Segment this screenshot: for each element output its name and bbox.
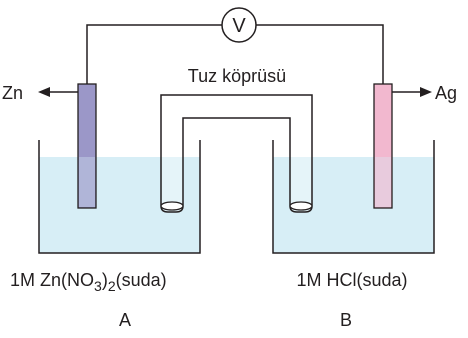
- solution-a-close: ): [102, 270, 108, 290]
- voltmeter-symbol: V: [232, 15, 246, 37]
- ag-arrow: [392, 87, 432, 97]
- ag-electrode: [373, 83, 393, 209]
- ag-electrode-submerged-tint: [375, 157, 391, 207]
- zn-label: Zn: [2, 83, 23, 103]
- beaker-b: [272, 140, 435, 254]
- zn-electrode-submerged-tint: [79, 157, 95, 207]
- circuit-wire-right: [256, 24, 384, 84]
- solution-b-label: 1M HCl(suda): [296, 270, 407, 290]
- solution-a-sub2: 2: [108, 278, 116, 294]
- voltmeter-circle: [221, 7, 257, 43]
- zn-electrode: [77, 83, 97, 209]
- salt-bridge-plug-right: [289, 201, 313, 211]
- zn-arrow: [38, 87, 78, 97]
- solution-a-sub3: 3: [94, 278, 102, 294]
- salt-bridge-label: Tuz köprüsü: [188, 66, 286, 86]
- beaker-a-name: A: [119, 310, 131, 330]
- solution-a-label: 1M Zn(NO3)2(suda): [10, 270, 167, 294]
- beaker-a: [38, 140, 201, 254]
- solution-a-tail: (suda): [116, 270, 167, 290]
- beaker-b-name: B: [340, 310, 352, 330]
- ag-label: Ag: [435, 83, 457, 103]
- voltmeter: V: [221, 7, 257, 43]
- salt-bridge: [160, 94, 313, 213]
- circuit-wire: [86, 24, 222, 84]
- solution-a-text: 1M Zn(NO: [10, 270, 94, 290]
- salt-bridge-plug-left: [160, 201, 184, 211]
